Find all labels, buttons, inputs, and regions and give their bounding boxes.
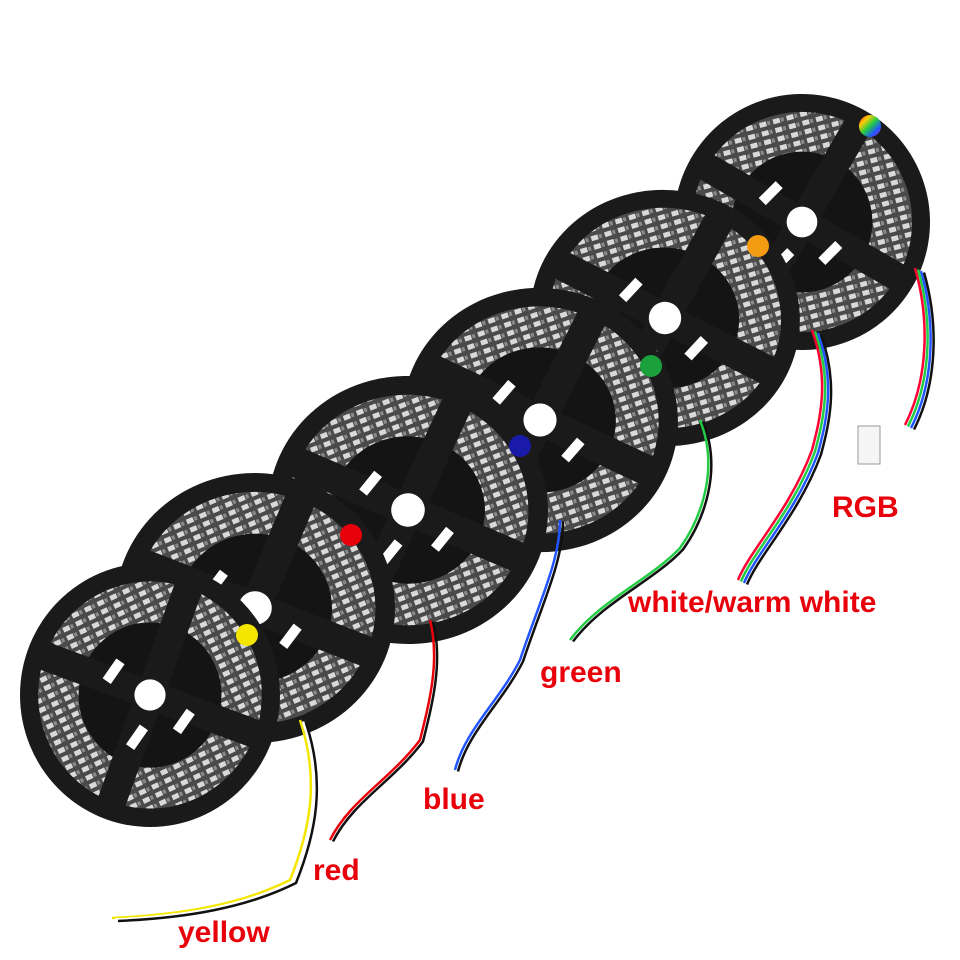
rgb-connector-plug xyxy=(857,425,881,465)
wire-rgb xyxy=(739,331,827,582)
reel-slot xyxy=(279,623,302,649)
reel-spoke xyxy=(789,112,874,230)
reel-spoke xyxy=(136,576,205,700)
reel-spoke xyxy=(401,495,532,575)
reel-slot xyxy=(561,437,585,463)
reel-spoke xyxy=(419,352,547,434)
reel-slot xyxy=(684,336,709,361)
reel-center-hole xyxy=(391,493,425,527)
reel-center-hole xyxy=(786,206,818,238)
label-green: green xyxy=(540,656,622,689)
reel-spoke xyxy=(526,304,609,427)
color-dot-green xyxy=(640,355,662,377)
wire-white xyxy=(572,421,713,643)
reel-spoke xyxy=(548,248,672,332)
reel-slot xyxy=(758,181,783,206)
wire-red xyxy=(117,722,319,923)
wire-green xyxy=(453,519,562,771)
wire-red xyxy=(114,721,316,921)
reel-slot xyxy=(172,708,195,735)
reel-spoke xyxy=(692,150,810,235)
reel-spoke xyxy=(794,209,912,294)
color-dot-yellow xyxy=(236,624,258,646)
reel-slot xyxy=(431,526,454,552)
reel-slot xyxy=(379,539,403,565)
label-white: white/warm white xyxy=(628,586,877,619)
label-blue: blue xyxy=(423,783,485,816)
wire-green xyxy=(456,521,565,772)
reel-spoke xyxy=(240,486,318,614)
wire-rgb xyxy=(912,272,935,431)
wire-rgb xyxy=(906,269,929,428)
label-yellow: yellow xyxy=(178,916,270,949)
color-dot-white xyxy=(747,235,769,257)
reel-center-hole xyxy=(523,403,557,437)
reel-spoke xyxy=(249,593,381,670)
wire-rgb xyxy=(736,329,824,581)
reel-spoke xyxy=(145,681,268,750)
color-dot-red xyxy=(340,524,362,546)
reel-spoke xyxy=(652,207,736,326)
reel-spoke xyxy=(533,406,661,488)
color-dot-blue xyxy=(509,435,531,457)
wire-blue xyxy=(331,621,439,843)
reel-yellow xyxy=(20,563,280,827)
reel-center-hole xyxy=(134,679,166,711)
wire-red xyxy=(111,719,313,920)
wire-rgb xyxy=(745,334,833,585)
wire-white xyxy=(569,419,710,641)
reel-slot xyxy=(102,658,125,684)
reel-spoke xyxy=(394,391,475,517)
reel-spoke xyxy=(32,640,155,709)
wire-rgb xyxy=(909,270,932,429)
reel-slot xyxy=(126,724,148,750)
reel-slot xyxy=(618,277,643,303)
reel-slot xyxy=(818,240,843,266)
reel-spoke xyxy=(658,304,782,388)
reel-spoke xyxy=(284,445,415,525)
color-dot-rgb xyxy=(859,115,881,137)
reel-spoke xyxy=(95,690,164,814)
reel-center-hole xyxy=(648,301,682,335)
wire-rgb xyxy=(903,267,926,426)
reel-slot xyxy=(492,379,516,405)
wire-rgb xyxy=(742,332,830,584)
reel-slot xyxy=(359,470,383,496)
label-rgb: RGB xyxy=(832,491,899,524)
label-red: red xyxy=(313,854,360,887)
wire-blue xyxy=(328,619,436,841)
